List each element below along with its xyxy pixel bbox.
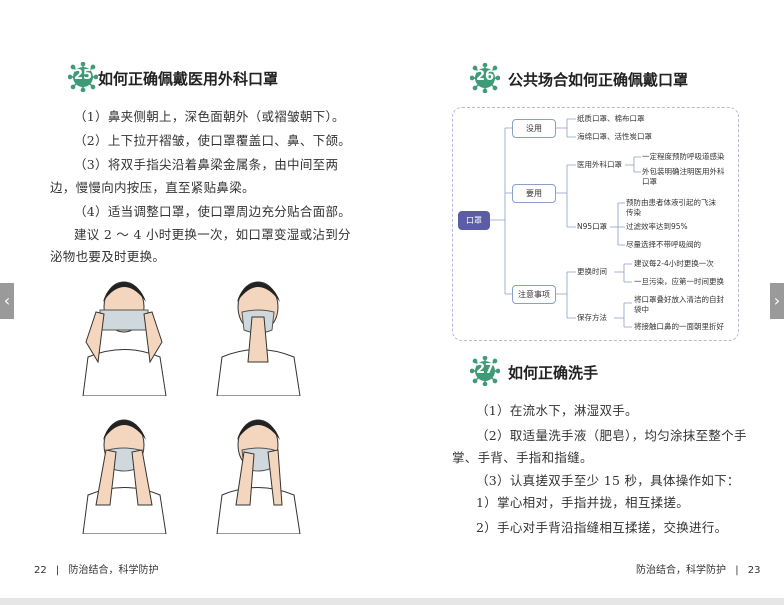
virus-number-badge-icon — [470, 63, 500, 93]
section-number: 27 — [475, 362, 495, 377]
paragraph-line: 边，慢慢向内按压，直至紧贴鼻梁。 — [50, 180, 255, 195]
paragraph-line: （3）认真搓双手至少 15 秒，具体操作如下： — [476, 473, 740, 488]
paragraph-line: 1）掌心相对，手指并拢，相互揉搓。 — [476, 495, 690, 510]
bottom-bar — [0, 598, 784, 605]
page-number-left: 22 | 防治结合，科学防护 — [34, 565, 159, 576]
paragraph-line: （1）在流水下，淋湿双手。 — [476, 403, 638, 418]
footer-text: 防治结合，科学防护 — [68, 565, 159, 576]
mask-step-illustration-2 — [216, 281, 301, 396]
chevron-left-icon: ‹ — [3, 291, 11, 310]
mindmap-leaf: 口罩 — [642, 177, 657, 186]
paragraph-line: 掌、手背、手指和指缝。 — [452, 450, 593, 465]
mindmap-branch-notes: 注意事项 — [512, 285, 556, 304]
mindmap-node: 医用外科口罩 — [577, 160, 622, 169]
mindmap-leaf: 将口罩叠好放入清洁的自封 — [634, 295, 724, 304]
section-title: 如何正确佩戴医用外科口罩 — [98, 70, 279, 88]
page-number: 23 — [747, 565, 761, 576]
mindmap-node: 更换时间 — [577, 267, 607, 276]
paragraph-line: 泌物也要及时更换。 — [50, 249, 166, 264]
paragraph-line: （1）鼻夹侧朝上，深色面朝外（或褶皱朝下）。 — [74, 109, 345, 124]
mindmap-leaf: 建议每2-4小时更换一次 — [634, 259, 714, 268]
paragraph-line: 2）手心对手背沿指缝相互揉搓，交换进行。 — [476, 520, 728, 535]
mindmap-leaf: 过滤效率达到95% — [626, 222, 688, 231]
mindmap-leaf: 一旦污染，应第一时间更换 — [634, 277, 724, 286]
section-title: 公共场合如何正确佩戴口罩 — [508, 71, 689, 89]
mindmap-leaf: 传染 — [626, 208, 641, 217]
mask-step-illustration-4 — [216, 419, 301, 534]
mindmap-leaf: 预防由患者体液引起的飞沫 — [626, 198, 716, 207]
paragraph-line: （3）将双手指尖沿着鼻梁金属条，由中间至两 — [74, 157, 339, 172]
mindmap-root: 口罩 — [458, 211, 490, 230]
mindmap-node: N95口罩 — [577, 222, 608, 231]
mindmap-branch-useless: 没用 — [512, 119, 556, 138]
chevron-right-icon: › — [773, 291, 781, 310]
mindmap-leaf: 一定程度预防呼吸道感染 — [642, 152, 725, 161]
mask-step-illustration-1 — [82, 281, 167, 396]
mindmap-leaf: 海绵口罩、活性炭口罩 — [577, 132, 652, 141]
prev-page-button[interactable]: ‹ — [0, 283, 14, 319]
mindmap-leaf: 纸质口罩、棉布口罩 — [577, 114, 645, 123]
mindmap-leaf: 尽量选择不带呼吸阀的 — [626, 240, 701, 249]
paragraph-line: 建议 2 ～ 4 小时更换一次，如口罩变湿或沾到分 — [74, 227, 351, 242]
mindmap-branch-use: 要用 — [512, 184, 556, 203]
paragraph-line: （2）上下拉开褶皱，使口罩覆盖口、鼻、下颌。 — [74, 133, 352, 148]
virus-number-badge-icon — [470, 356, 500, 386]
section-title: 如何正确洗手 — [508, 364, 599, 382]
mindmap-leaf: 外包装明确注明医用外科 — [642, 167, 725, 176]
mindmap-node: 保存方法 — [577, 313, 607, 322]
mindmap-leaf: 将接触口鼻的一面朝里折好 — [634, 322, 724, 331]
mask-step-illustration-3 — [82, 419, 167, 534]
section-number: 26 — [475, 69, 495, 84]
page-number: 22 — [34, 565, 47, 576]
paragraph-line: （4）适当调整口罩，使口罩周边充分贴合面部。 — [74, 204, 352, 219]
next-page-button[interactable]: › — [770, 283, 784, 319]
paragraph-line: （2）取适量洗手液（肥皂），均匀涂抹至整个手 — [476, 428, 747, 443]
mindmap-frame — [452, 107, 739, 341]
mindmap-leaf: 袋中 — [634, 305, 649, 314]
footer-text: 防治结合，科学防护 — [636, 565, 726, 576]
section-number: 25 — [73, 68, 93, 83]
virus-number-badge-icon — [68, 62, 98, 92]
page-number-right: 防治结合，科学防护 | 23 — [636, 565, 761, 576]
